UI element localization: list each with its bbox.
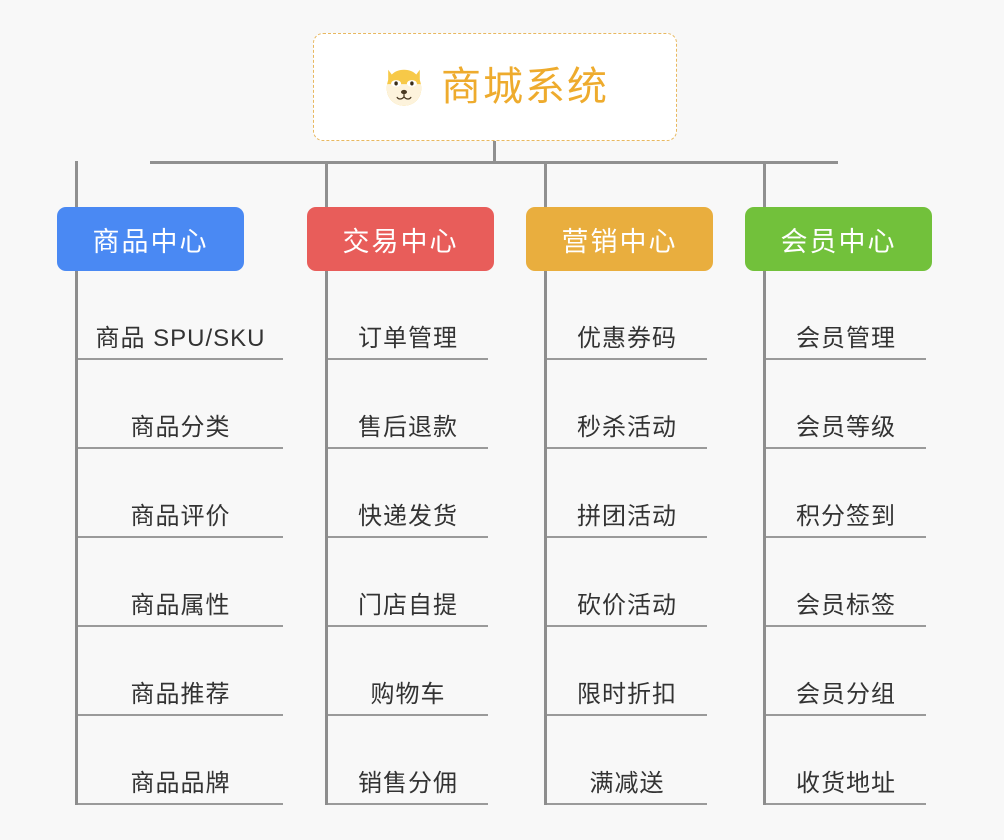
leaf-item[interactable]: 积分签到 [766,449,926,538]
leaf-item-label: 满减送 [589,769,665,797]
leaf-item-label: 拼团活动 [577,502,677,530]
leaf-item-label: 销售分佣 [358,769,458,797]
leaf-item[interactable]: 商品评价 [78,449,283,538]
leaf-item[interactable]: 满减送 [547,716,707,805]
leaf-item-label: 商品 SPU/SKU [95,324,266,352]
leaf-item[interactable]: 优惠券码 [547,271,707,360]
column-spine [544,271,547,805]
leaf-item-label: 优惠券码 [577,324,677,352]
leaf-item-label: 积分签到 [796,502,896,530]
shiba-dog-emoji [386,69,422,106]
connector-root-stem [493,141,496,163]
leaf-item[interactable]: 商品品牌 [78,716,283,805]
root-title: 商城系统 [441,65,609,109]
category-label: 会员中心 [780,226,897,257]
connector-drop-1 [75,161,78,207]
leaf-item[interactable]: 销售分佣 [328,716,488,805]
leaf-item[interactable]: 订单管理 [328,271,488,360]
column-spine [75,271,78,805]
category-box-3[interactable]: 营销中心 [526,207,713,271]
leaf-item-label: 商品推荐 [130,680,231,708]
connector-drop-2 [325,161,328,207]
leaf-item-label: 商品品牌 [130,769,231,797]
leaf-item-label: 快递发货 [358,502,458,530]
leaf-item-label: 商品属性 [130,591,231,619]
leaf-item-label: 会员分组 [796,680,896,708]
category-label: 交易中心 [342,226,459,257]
leaf-item-label: 商品评价 [130,502,231,530]
leaf-item[interactable]: 会员等级 [766,360,926,449]
leaf-item-label: 收货地址 [796,769,896,797]
leaf-item-label: 秒杀活动 [577,413,677,441]
leaf-item[interactable]: 拼团活动 [547,449,707,538]
leaf-item[interactable]: 会员管理 [766,271,926,360]
category-box-4[interactable]: 会员中心 [745,207,932,271]
leaf-item[interactable]: 商品 SPU/SKU [78,271,283,360]
leaf-item[interactable]: 会员标签 [766,538,926,627]
leaf-item[interactable]: 商品推荐 [78,627,283,716]
leaf-item[interactable]: 商品属性 [78,538,283,627]
leaf-item[interactable]: 砍价活动 [547,538,707,627]
column-spine [763,271,766,805]
leaf-item-label: 砍价活动 [577,591,677,619]
leaf-item-label: 购物车 [370,680,446,708]
category-label: 营销中心 [561,226,678,257]
leaf-item-label: 门店自提 [358,591,458,619]
category-label: 商品中心 [92,226,209,257]
leaf-item[interactable]: 秒杀活动 [547,360,707,449]
leaf-item[interactable]: 会员分组 [766,627,926,716]
leaf-item[interactable]: 售后退款 [328,360,488,449]
leaf-item-label: 限时折扣 [577,680,677,708]
leaf-item-label: 会员管理 [796,324,896,352]
leaf-item-label: 会员等级 [796,413,896,441]
leaf-item[interactable]: 商品分类 [78,360,283,449]
connector-drop-3 [544,161,547,207]
root-node[interactable]: 商城系统 [313,33,677,141]
connector-horizontal-bus [150,161,838,164]
leaf-item[interactable]: 门店自提 [328,538,488,627]
leaf-item[interactable]: 限时折扣 [547,627,707,716]
leaf-item[interactable]: 购物车 [328,627,488,716]
column-spine [325,271,328,805]
leaf-item-label: 会员标签 [796,591,896,619]
leaf-item[interactable]: 快递发货 [328,449,488,538]
category-box-2[interactable]: 交易中心 [307,207,494,271]
leaf-item[interactable]: 收货地址 [766,716,926,805]
leaf-item-label: 订单管理 [358,324,458,352]
category-box-1[interactable]: 商品中心 [57,207,244,271]
leaf-item-label: 商品分类 [130,413,231,441]
leaf-item-label: 售后退款 [358,413,458,441]
connector-drop-4 [763,161,766,207]
